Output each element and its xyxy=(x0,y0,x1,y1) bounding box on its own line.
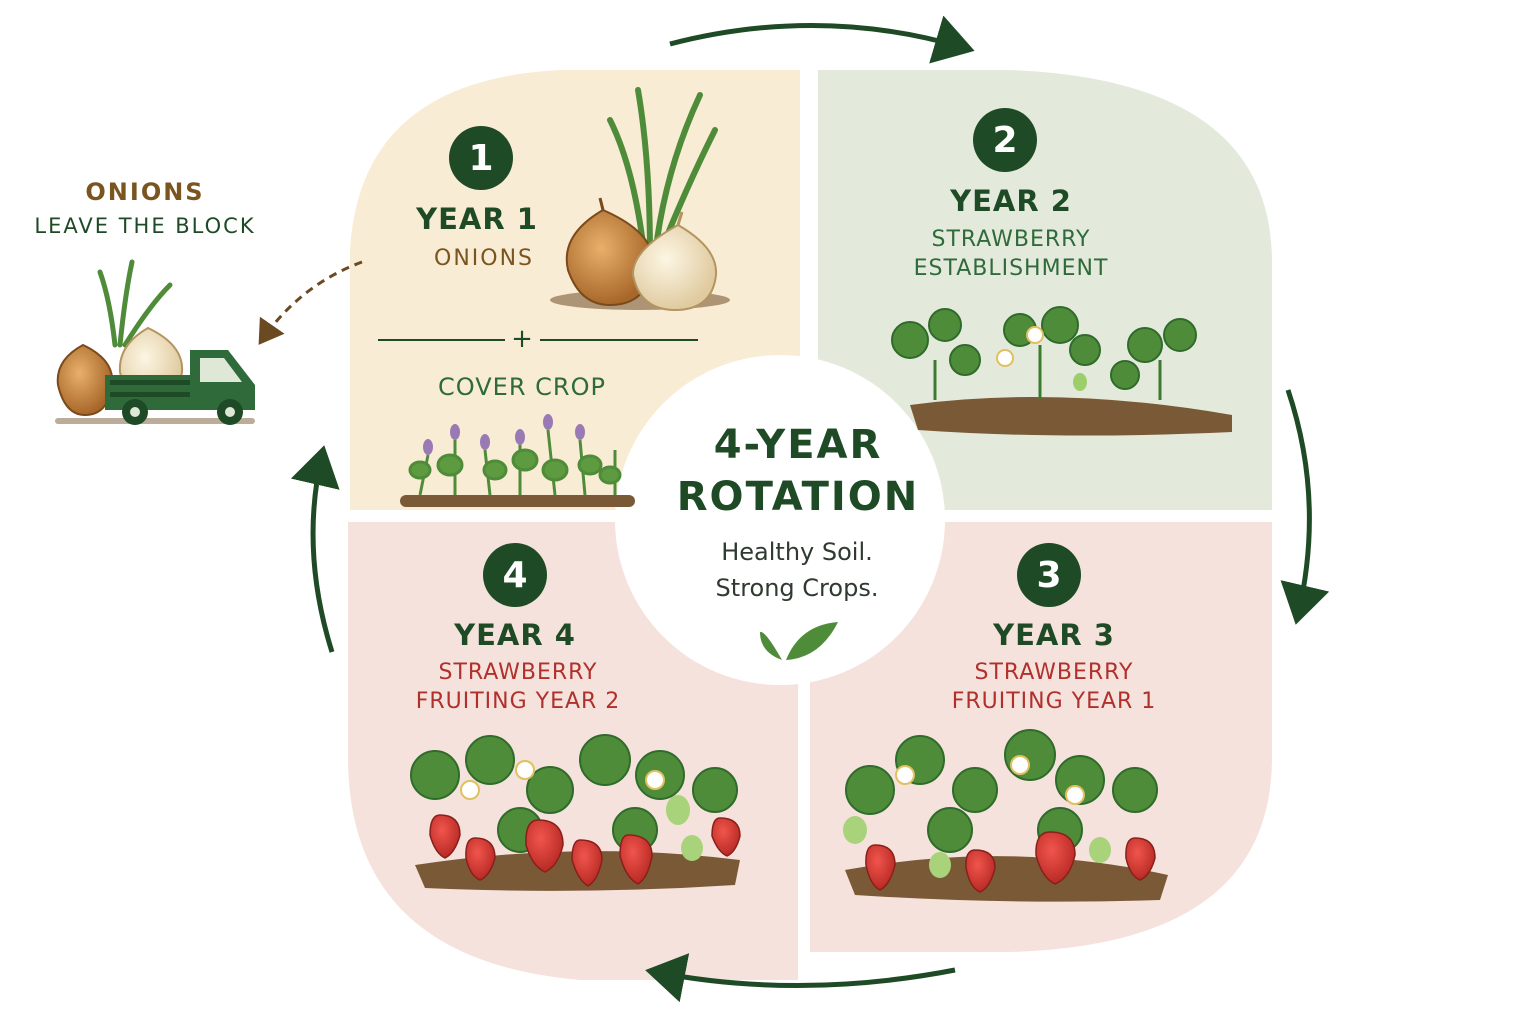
year-3-label: YEAR 3 xyxy=(993,618,1115,652)
leaf-icon xyxy=(760,622,838,660)
center-title-line1: 4-YEAR xyxy=(713,422,883,468)
exit-arrow-icon xyxy=(258,260,363,345)
step-1-badge: 1 xyxy=(449,126,513,190)
year-2-crop-line1: STRAWBERRY xyxy=(931,227,1091,252)
year-4-crop-line2: FRUITING YEAR 2 xyxy=(415,689,621,714)
center-subtitle-line2: Strong Crops. xyxy=(715,574,879,602)
step-3-badge: 3 xyxy=(1017,543,1081,607)
strawberry-icon xyxy=(410,734,741,891)
cover-crop-icon xyxy=(400,414,635,507)
cycle-arrow-icon xyxy=(669,15,975,64)
onion-icon xyxy=(550,87,730,312)
year-1-crop: ONIONS xyxy=(434,246,534,271)
year-4-label: YEAR 4 xyxy=(454,618,576,652)
year-2-label: YEAR 2 xyxy=(950,184,1072,218)
year-1-label: YEAR 1 xyxy=(416,202,538,236)
cycle-arrow-icon xyxy=(645,953,956,1003)
year-4-crop-line1: STRAWBERRY xyxy=(438,660,598,685)
exit-note-title: ONIONS xyxy=(85,178,205,206)
step-4-badge: 4 xyxy=(483,543,547,607)
center-subtitle-line1: Healthy Soil. xyxy=(721,538,873,566)
step-2-badge: 2 xyxy=(973,108,1037,172)
cover-crop-label: COVER CROP xyxy=(438,373,606,401)
exit-note-subtitle: LEAVE THE BLOCK xyxy=(34,214,256,238)
center-circle xyxy=(615,355,945,685)
truck-icon xyxy=(55,259,255,425)
year-3-crop-line2: FRUITING YEAR 1 xyxy=(951,689,1157,714)
strawberry-icon xyxy=(843,729,1168,902)
center-title-line2: ROTATION xyxy=(676,474,920,520)
cycle-arrow-icon xyxy=(290,445,340,653)
cycle-arrow-icon xyxy=(1280,389,1330,625)
year-2-crop-line2: ESTABLISHMENT xyxy=(913,256,1109,281)
strawberry-plant-icon xyxy=(891,306,1232,436)
year-3-crop-line1: STRAWBERRY xyxy=(974,660,1134,685)
plus-symbol: + xyxy=(511,324,533,354)
